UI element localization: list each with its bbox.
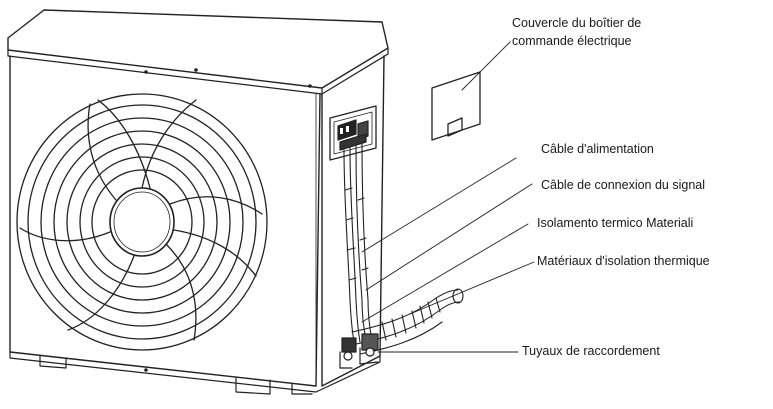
fan-guard [16,93,268,351]
label-insulation-fr: Matériaux d'isolation thermique [537,254,710,268]
label-power-cable: Câble d'alimentation [541,142,654,156]
label-cover-line1: Couvercle du boîtier de [512,16,642,30]
leader-lines [361,41,535,353]
unit-cabinet [7,9,389,393]
label-cover-line2: commande électrique [512,34,632,48]
electrical-box-cover [431,71,481,141]
cables [343,143,373,343]
valves [339,333,379,369]
label-insulation-it: Isolamento termico Materiali [537,216,694,230]
electrical-box [329,105,377,161]
label-pipes: Tuyaux de raccordement [522,344,660,358]
unit-feet [39,355,313,395]
label-signal-cable: Câble de connexion du signal [541,178,706,192]
insulated-pipes [351,288,464,355]
